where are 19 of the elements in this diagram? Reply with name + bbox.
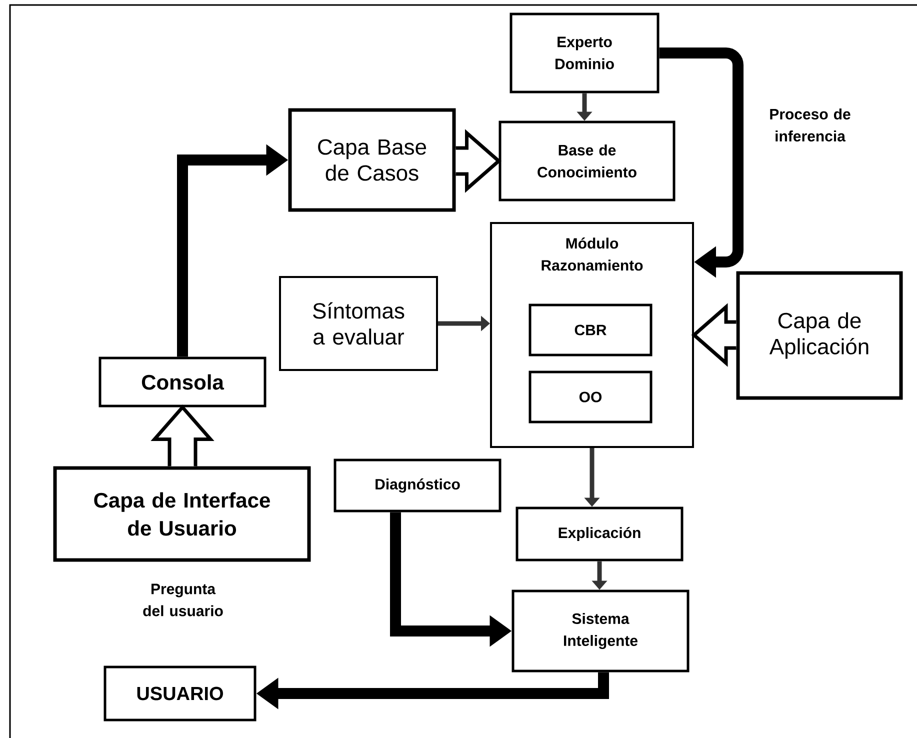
note-text: Pregunta del usuario (143, 584, 223, 616)
process-box: Consola (98, 356, 266, 408)
process-box: Base de Conocimiento (498, 120, 676, 202)
process-box: Experto Dominio (510, 12, 660, 94)
arrow (659, 48, 744, 278)
process-box: Explicación (516, 506, 684, 562)
process-box: Capa Base de Casos (288, 108, 456, 212)
process-box: Capa de Aplicación (736, 271, 903, 400)
block-arrow (454, 129, 502, 193)
process-box: Diagnóstico (334, 458, 502, 512)
process-box: USUARIO (104, 666, 256, 722)
process-box: OO (528, 370, 652, 424)
block-arrow (150, 404, 214, 468)
note-text: Proceso de inferencia (770, 108, 850, 142)
process-box: Capa de Interface de Usuario (53, 466, 311, 562)
process-box: Síntomas a evaluar (279, 276, 438, 371)
block-arrow (691, 303, 738, 367)
process-box: CBR (528, 304, 652, 356)
process-box: Sistema Inteligente (512, 590, 690, 672)
